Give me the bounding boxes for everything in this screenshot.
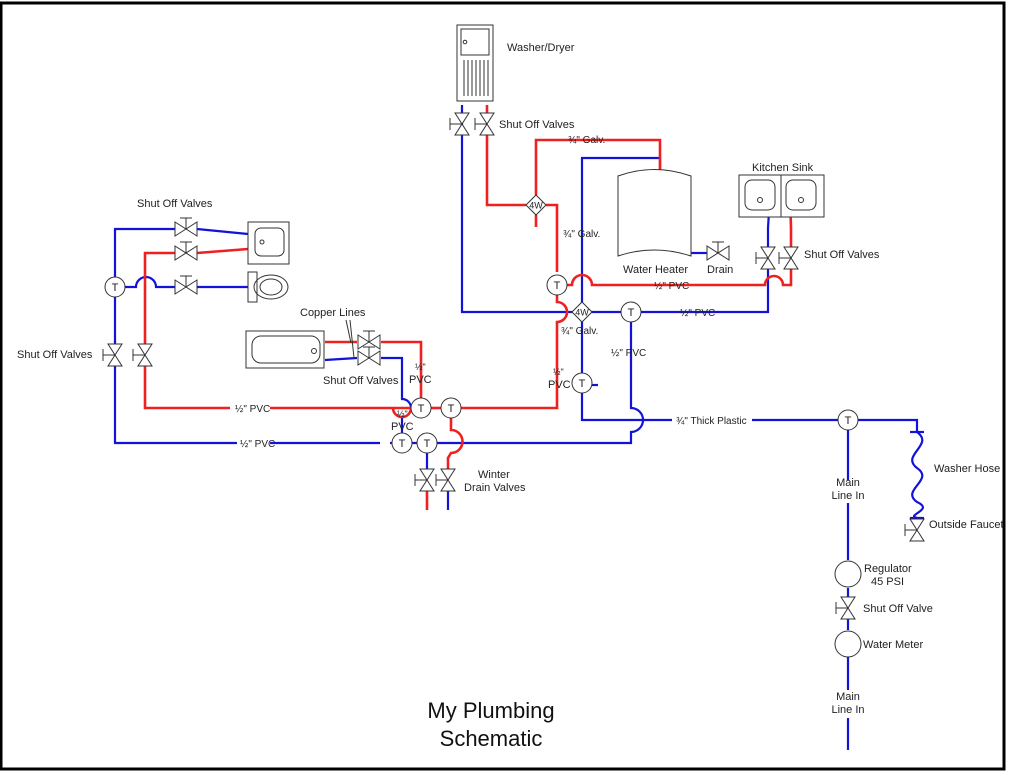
bath-shutoff-valves[interactable] xyxy=(174,217,198,295)
pvc-hot-left-frac: ½" xyxy=(553,367,564,377)
bathroom-sink xyxy=(247,221,290,265)
svg-text:T: T xyxy=(399,438,406,450)
svg-text:T: T xyxy=(845,415,852,427)
winter-label-2: Drain Valves xyxy=(464,482,526,494)
diagram-title-line1: My Plumbing xyxy=(427,698,554,723)
galv-4w-label: ¾" Galv. xyxy=(561,326,598,337)
left-valves-label: Shut Off Valves xyxy=(17,349,93,361)
svg-text:T: T xyxy=(448,403,455,415)
tub-cold-frac: ½" xyxy=(397,409,408,419)
bath-valves-top-label: Shut Off Valves xyxy=(137,198,213,210)
tee-drain-hot: T xyxy=(440,397,462,419)
washer-dryer-label: Washer/Dryer xyxy=(507,42,575,54)
tee-kitchen-cold: T xyxy=(620,301,642,323)
pvc-cold-kitchen-label: ½" PVC xyxy=(680,308,715,319)
water-meter-label: Water Meter xyxy=(863,639,923,651)
tub-hot-frac: ½" xyxy=(415,362,426,372)
svg-text:T: T xyxy=(628,307,635,319)
galv-top-label: ¾" Galv. xyxy=(568,135,605,146)
kitchen-valves-label: Shut Off Valves xyxy=(804,249,880,261)
outside-faucet-label: Outside Faucet xyxy=(929,519,1004,531)
tub-hot-unit: PVC xyxy=(409,374,432,386)
washer-dryer xyxy=(456,24,494,102)
cold-water-pipes xyxy=(113,105,925,750)
regulator-label-1: Regulator xyxy=(864,563,912,575)
pvc-hot-heater-label: ½" PVC xyxy=(654,281,689,292)
washer-shutoff-valves[interactable] xyxy=(449,112,495,136)
water-meter xyxy=(834,630,862,658)
cold-main-left-label: ½" PVC xyxy=(240,439,275,450)
four-way-cold: 4W xyxy=(571,301,593,323)
hot-water-pipes xyxy=(143,105,793,510)
tub-valves-label: Shut Off Valves xyxy=(323,375,399,387)
tee-main: T xyxy=(837,409,859,431)
tee-lower-cold: T xyxy=(571,372,593,394)
diagram-title-line2: Schematic xyxy=(440,726,543,751)
bathtub xyxy=(245,330,325,369)
main-line-in-1a: Main xyxy=(836,477,860,489)
svg-text:T: T xyxy=(418,403,425,415)
tee-tub-hot: T xyxy=(410,397,432,419)
pvc-hot-left-unit: PVC xyxy=(548,379,571,391)
copper-lines-leader xyxy=(345,319,355,359)
outside-faucet-valve[interactable] xyxy=(904,518,925,542)
copper-lines-label: Copper Lines xyxy=(300,307,366,319)
pvc-vertical-label: ½" PVC xyxy=(611,348,646,359)
tee-fittings: T T T T T T T T T xyxy=(104,274,859,454)
svg-text:T: T xyxy=(554,280,561,292)
svg-text:4W: 4W xyxy=(575,308,589,318)
main-line-in-2b: Line In xyxy=(831,704,864,716)
galv-mid-label: ¾" Galv. xyxy=(563,229,600,240)
main-line-in-1b: Line In xyxy=(831,490,864,502)
drain-valve[interactable] xyxy=(706,241,730,261)
main-shutoff-label: Shut Off Valve xyxy=(863,603,933,615)
left-shutoff-valves[interactable] xyxy=(102,343,153,367)
svg-text:T: T xyxy=(424,438,431,450)
washer-valves-label: Shut Off Valves xyxy=(499,119,575,131)
four-way-hot: 4W xyxy=(525,194,547,216)
tee-drain-cold: T xyxy=(416,432,438,454)
tee-bath-cold: T xyxy=(104,276,126,298)
washer-hose-label: Washer Hose xyxy=(934,463,1000,475)
tee-heater-hot: T xyxy=(546,274,568,296)
pressure-regulator xyxy=(834,560,862,588)
water-heater-label: Water Heater xyxy=(623,264,688,276)
winter-drain-valves[interactable] xyxy=(414,468,456,492)
drain-label: Drain xyxy=(707,264,733,276)
kitchen-sink xyxy=(738,174,825,218)
winter-label-1: Winter xyxy=(478,469,510,481)
tee-tub-cold: T xyxy=(391,432,413,454)
tub-shutoff-valves[interactable] xyxy=(357,330,381,366)
main-line-in-2a: Main xyxy=(836,691,860,703)
svg-text:T: T xyxy=(579,378,586,390)
main-shutoff-valve[interactable] xyxy=(835,596,856,620)
water-heater xyxy=(617,169,692,257)
svg-text:T: T xyxy=(112,282,119,294)
svg-text:4W: 4W xyxy=(529,201,543,211)
thick-plastic-label: ¾" Thick Plastic xyxy=(676,416,747,427)
kitchen-shutoff-valves[interactable] xyxy=(755,246,799,270)
kitchen-sink-label: Kitchen Sink xyxy=(752,162,814,174)
toilet xyxy=(247,271,289,303)
hot-main-left-label: ½" PVC xyxy=(235,404,270,415)
pipe-labels: Shut Off Valves ¾" Galv. ¾" Galv. ¾" Gal… xyxy=(17,119,1004,716)
tub-cold-unit: PVC xyxy=(391,421,414,433)
regulator-label-2: 45 PSI xyxy=(871,576,904,588)
